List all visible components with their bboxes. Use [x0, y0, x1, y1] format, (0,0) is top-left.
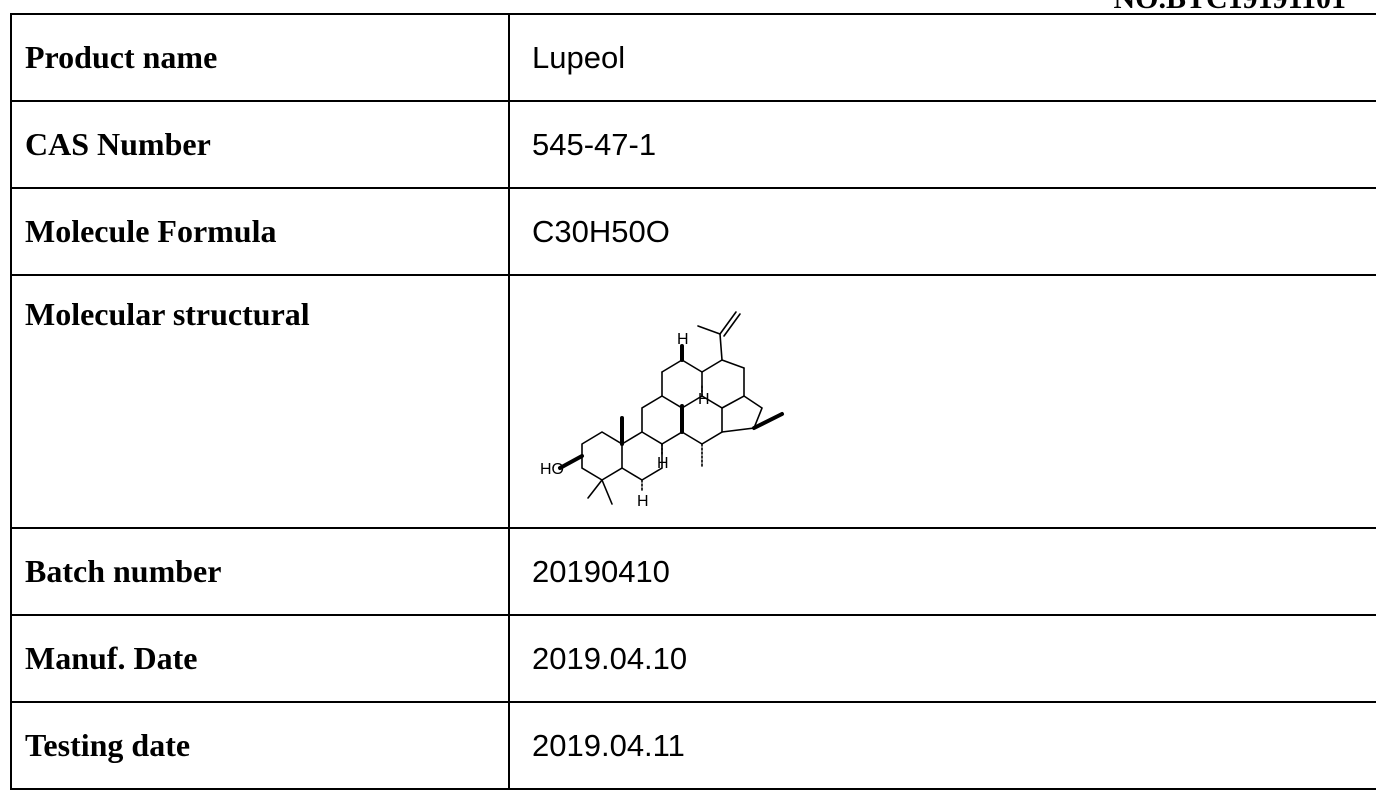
table-row-batch-number: Batch number 20190410 [10, 527, 1376, 616]
manuf-date-label: Manuf. Date [25, 640, 198, 676]
table-row-molecular-structural: Molecular structural [10, 274, 1376, 529]
product-spec-table: Product name Lupeol CAS Number 545-47-1 … [10, 13, 1376, 790]
table-row-testing-date: Testing date 2019.04.11 [10, 701, 1376, 790]
molecule-formula-value: C30H50O [532, 213, 670, 249]
batch-number-label: Batch number [25, 553, 222, 589]
testing-date-label: Testing date [25, 727, 191, 763]
structure-cell: HO H H H H [508, 274, 1376, 529]
batch-number-value: 20190410 [532, 553, 670, 589]
cas-number-label: CAS Number [25, 126, 211, 162]
product-name-label: Product name [25, 39, 218, 75]
hydroxyl-label: HO [540, 461, 564, 478]
h-label-c18: H [677, 331, 689, 348]
table-row-cas-number: CAS Number 545-47-1 [10, 100, 1376, 189]
manuf-date-value: 2019.04.10 [532, 640, 688, 676]
table-row-product-name: Product name Lupeol [10, 13, 1376, 102]
molecular-structure-image: HO H H H H [540, 311, 784, 510]
h-label-c13: H [698, 391, 710, 408]
document-number: NO.BTC19191101 [1113, 0, 1346, 14]
testing-date-value: 2019.04.11 [532, 727, 685, 763]
h-label-c9: H [657, 455, 669, 472]
table-row-molecule-formula: Molecule Formula C30H50O [10, 187, 1376, 276]
cas-number-value: 545-47-1 [532, 126, 657, 162]
product-name-value: Lupeol [532, 39, 626, 75]
molecule-formula-label: Molecule Formula [25, 213, 277, 249]
h-label-c5: H [637, 493, 649, 510]
table-row-manuf-date: Manuf. Date 2019.04.10 [10, 614, 1376, 703]
molecular-structural-label: Molecular structural [25, 296, 310, 332]
